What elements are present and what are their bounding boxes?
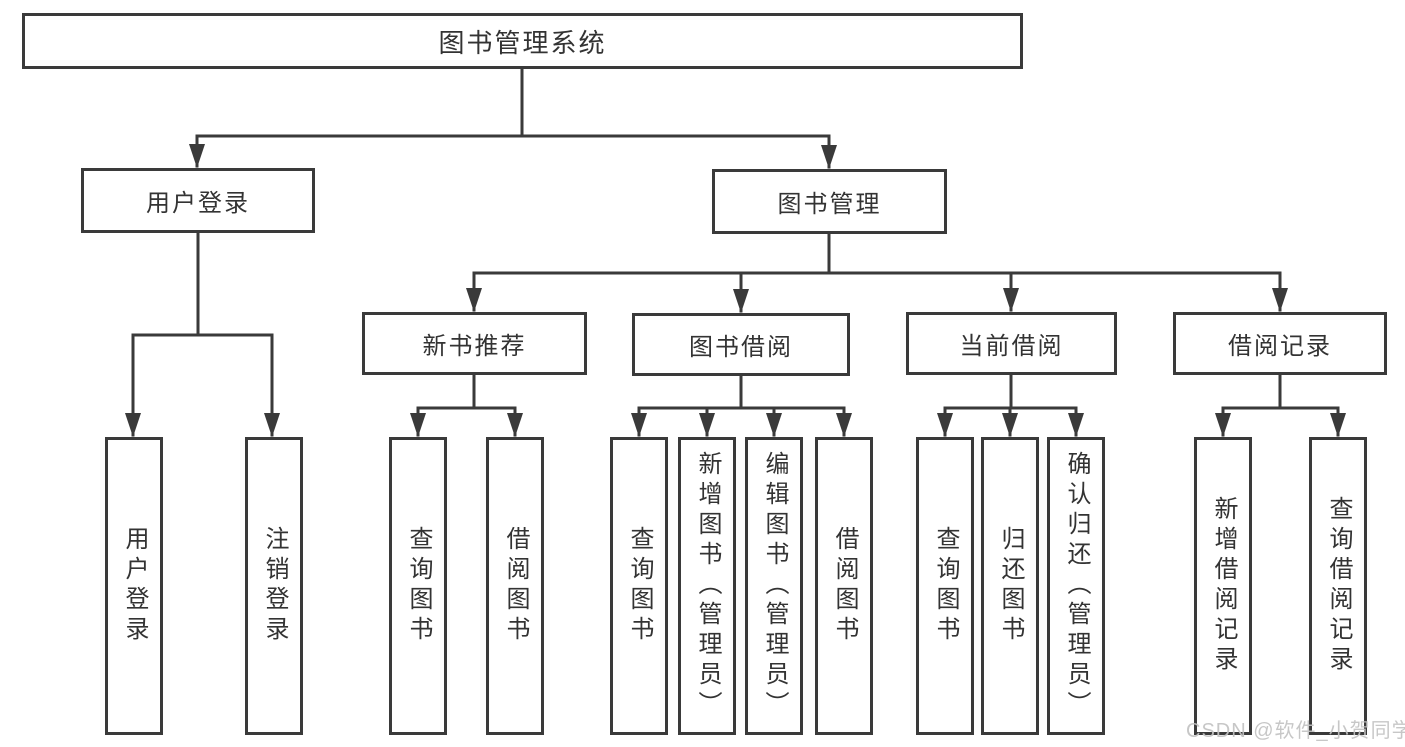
node-current-borrow: 当前借阅 — [906, 312, 1117, 375]
node-label: 借阅记录 — [1228, 333, 1332, 360]
node-user-login: 用户登录 — [81, 168, 315, 233]
node-label: 用户登录 — [121, 526, 148, 646]
node-book-borrow: 图书借阅 — [632, 313, 850, 376]
node-book-management: 图书管理 — [712, 169, 947, 234]
node-label: 图书管理系统 — [438, 27, 607, 58]
node-label: 查询借阅记录 — [1325, 496, 1352, 676]
node-label: 查询图书 — [626, 526, 653, 646]
leaf-borrow-book-2: 借阅图书 — [815, 437, 873, 735]
leaf-add-borrow-record: 新增借阅记录 — [1194, 437, 1252, 735]
node-label: 图书管理 — [777, 191, 882, 218]
leaf-borrow-book-1: 借阅图书 — [486, 437, 544, 735]
node-label: 新增图书（管理员） — [694, 451, 721, 721]
node-label: 借阅图书 — [831, 526, 858, 646]
node-label: 查询图书 — [932, 526, 959, 646]
node-label: 当前借阅 — [959, 333, 1064, 360]
node-label: 用户登录 — [146, 190, 250, 217]
node-label: 编辑图书（管理员） — [761, 451, 788, 721]
leaf-query-borrow-record: 查询借阅记录 — [1309, 437, 1367, 735]
leaf-confirm-return-admin: 确认归还（管理员） — [1047, 437, 1105, 735]
leaf-logout: 注销登录 — [245, 437, 303, 735]
leaf-edit-book-admin: 编辑图书（管理员） — [745, 437, 803, 735]
leaf-user-login: 用户登录 — [105, 437, 163, 735]
node-new-book-recommend: 新书推荐 — [362, 312, 587, 375]
node-label: 新增借阅记录 — [1210, 496, 1237, 676]
node-label: 确认归还（管理员） — [1063, 451, 1090, 721]
node-label: 查询图书 — [405, 526, 432, 646]
node-label: 注销登录 — [261, 526, 288, 646]
node-label: 借阅图书 — [502, 526, 529, 646]
leaf-query-book-1: 查询图书 — [389, 437, 447, 735]
leaf-query-book-2: 查询图书 — [610, 437, 668, 735]
node-label: 图书借阅 — [689, 334, 793, 361]
leaf-query-book-3: 查询图书 — [916, 437, 974, 735]
node-borrow-records: 借阅记录 — [1173, 312, 1387, 375]
leaf-add-book-admin: 新增图书（管理员） — [678, 437, 736, 735]
node-root-system: 图书管理系统 — [22, 13, 1023, 69]
csdn-watermark: CSDN @软件_小贺同学 — [1186, 720, 1405, 742]
node-label: 归还图书 — [997, 526, 1024, 646]
node-label: 新书推荐 — [422, 333, 527, 360]
leaf-return-book: 归还图书 — [981, 437, 1039, 735]
